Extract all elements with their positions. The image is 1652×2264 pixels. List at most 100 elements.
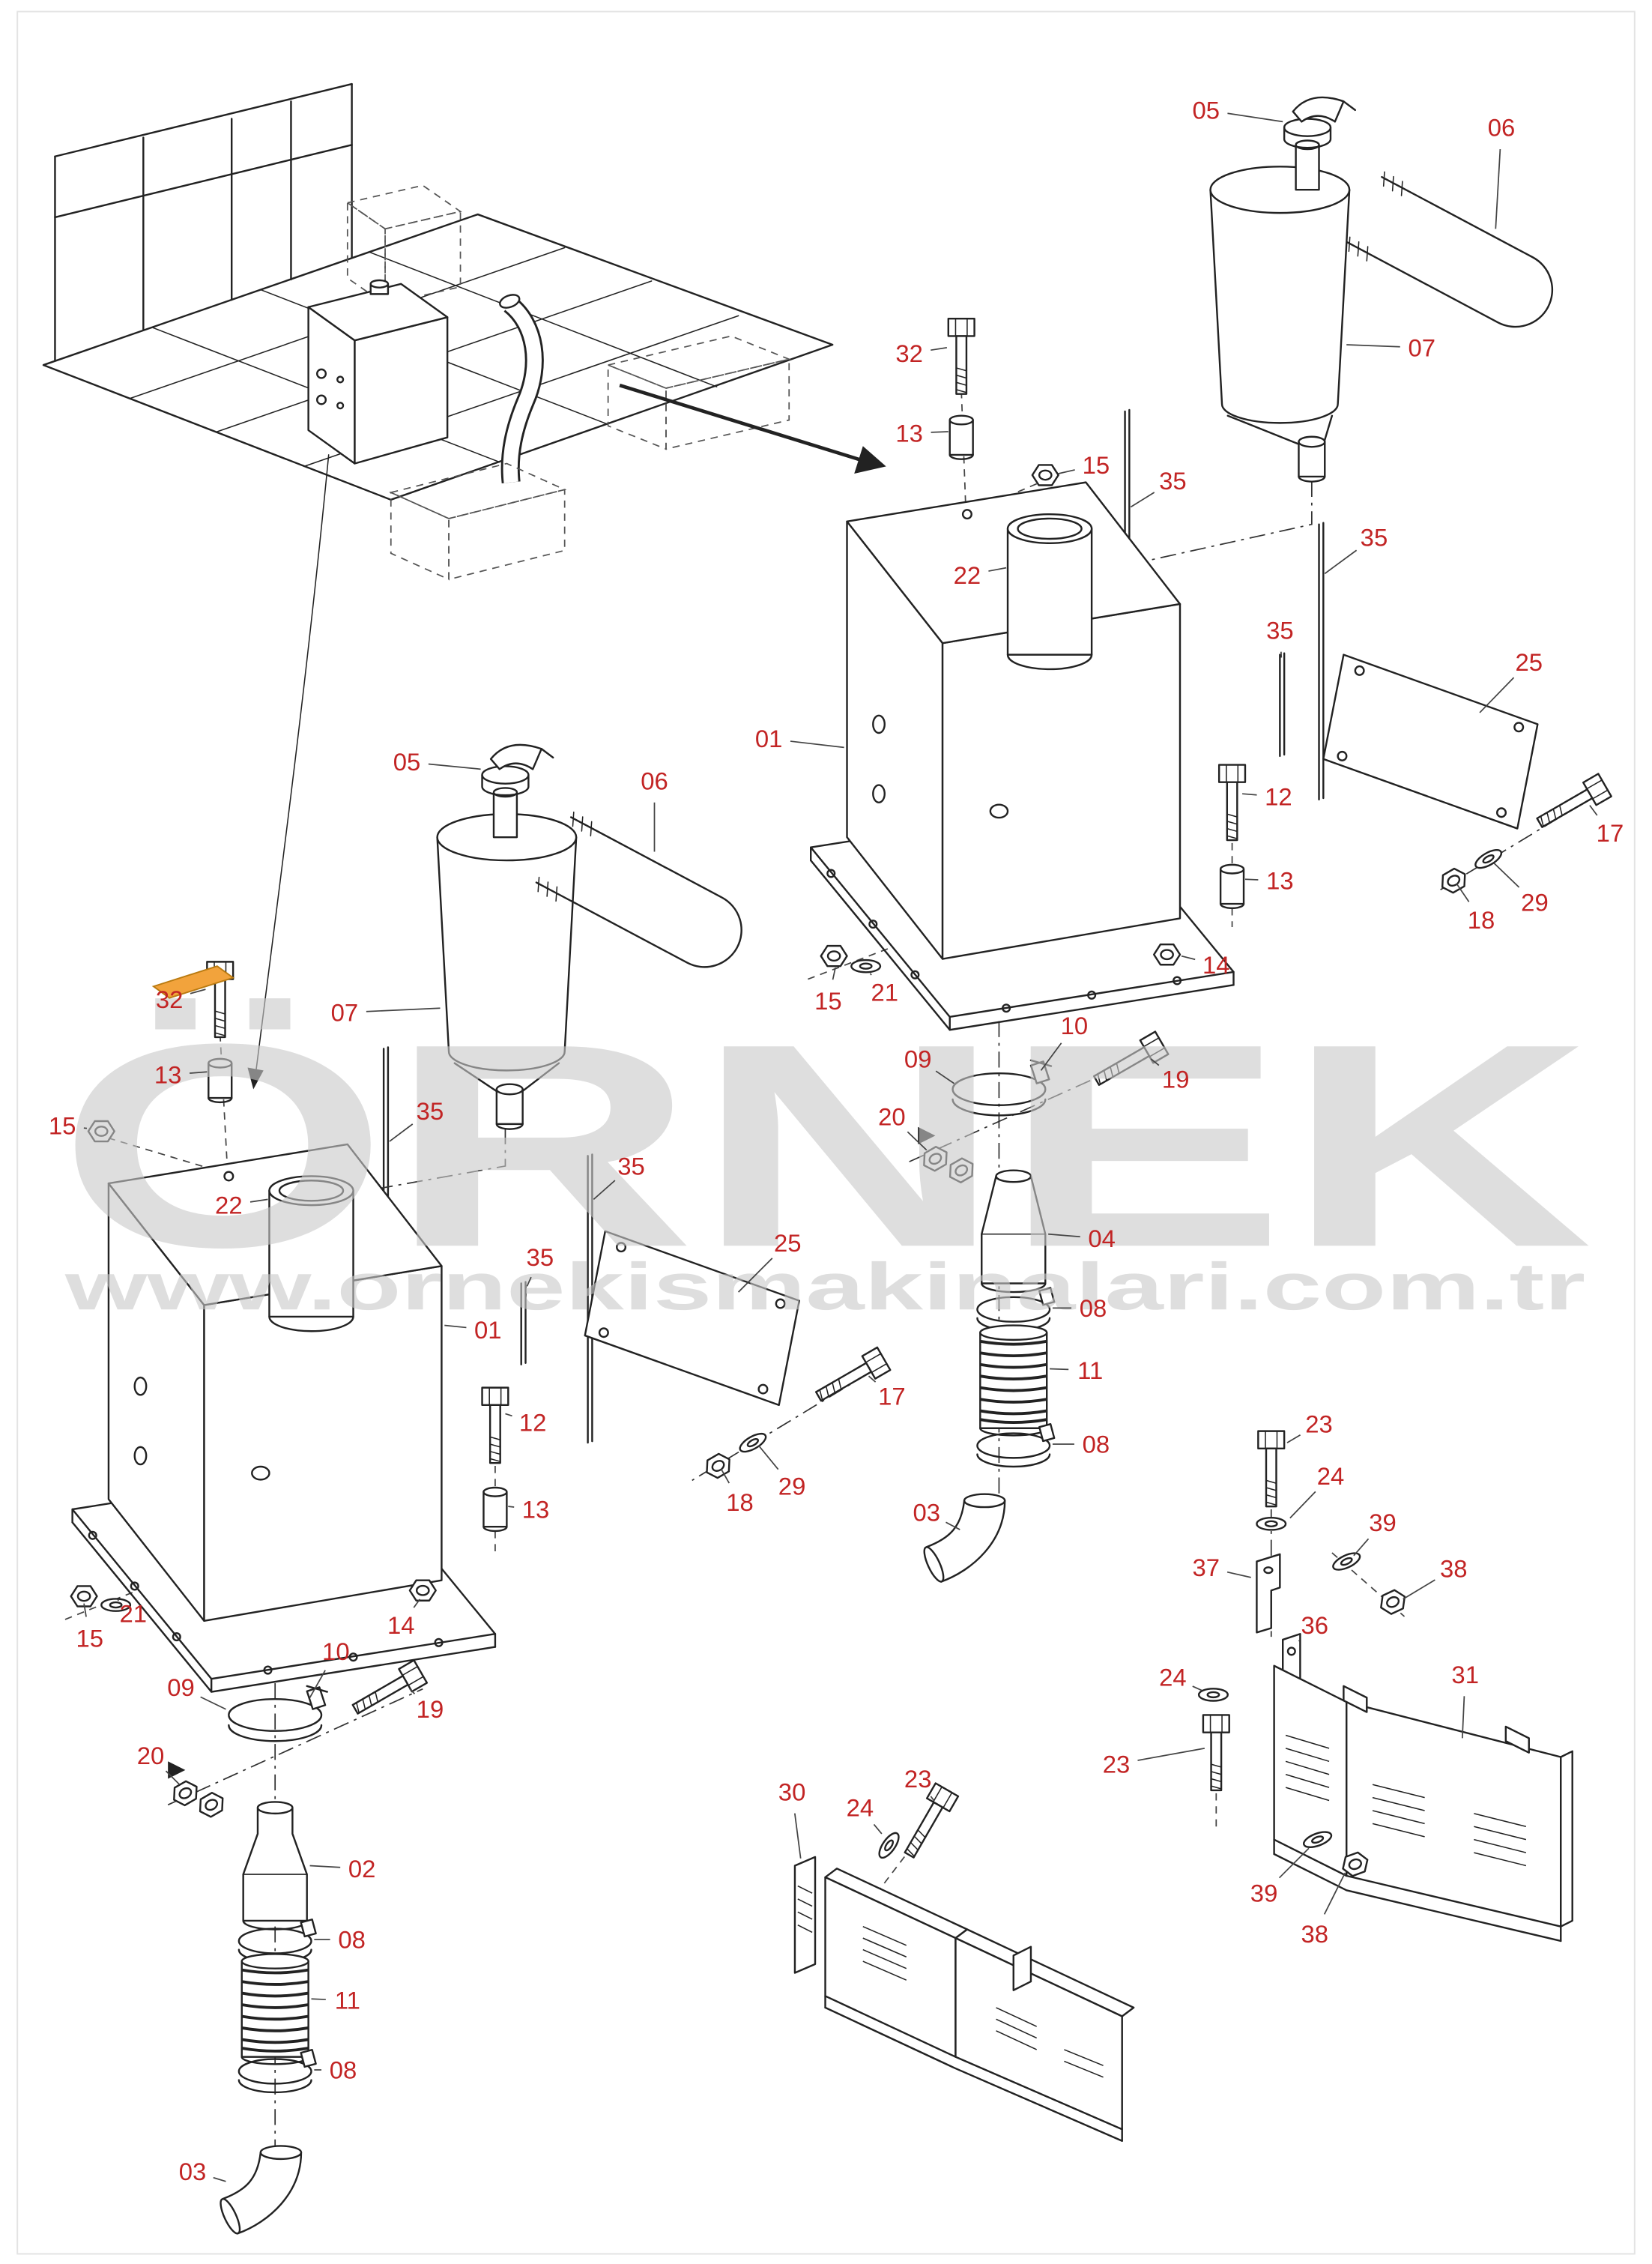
part-label-24-59: 24 (1289, 1462, 1345, 1519)
elbow (923, 1493, 1006, 1583)
rain-cap (1283, 96, 1357, 149)
svg-text:09: 09 (904, 1045, 932, 1072)
svg-text:21: 21 (120, 1600, 148, 1628)
svg-text:21: 21 (871, 978, 898, 1006)
elbow (220, 2145, 303, 2235)
svg-text:38: 38 (1301, 1920, 1328, 1948)
svg-text:35: 35 (1159, 467, 1187, 495)
svg-text:17: 17 (1597, 819, 1624, 847)
svg-text:04: 04 (1088, 1225, 1116, 1252)
spacer (1219, 863, 1245, 910)
svg-text:36: 36 (1301, 1611, 1328, 1639)
svg-text:35: 35 (617, 1152, 645, 1180)
part-label-10-49: 10 (309, 1637, 350, 1698)
svg-text:32: 32 (156, 985, 184, 1013)
svg-text:32: 32 (895, 339, 923, 367)
svg-text:23: 23 (1103, 1751, 1131, 1778)
enclosure-left (71, 1143, 497, 1693)
part-label-20-23: 20 (878, 1103, 928, 1151)
svg-text:12: 12 (519, 1409, 547, 1437)
labels-layer: 05 06 07 32 13 15 35 22 35 35 25 01 12 17 13 29 18 14 21 15… (49, 96, 1624, 2185)
svg-text:19: 19 (1162, 1065, 1190, 1093)
svg-text:13: 13 (895, 419, 923, 447)
part-label-35-38: 35 (527, 1243, 554, 1287)
svg-text:15: 15 (1083, 451, 1110, 479)
part-label-35-8: 35 (1324, 524, 1388, 575)
part-label-15-34: 15 (49, 1111, 88, 1139)
svg-text:31: 31 (1451, 1661, 1479, 1688)
part-label-24-69: 24 (847, 1794, 883, 1835)
washer (1330, 1548, 1364, 1575)
washer (874, 1829, 904, 1862)
svg-text:07: 07 (1408, 333, 1435, 361)
part-label-10-20: 10 (1040, 1012, 1088, 1071)
svg-text:20: 20 (137, 1742, 165, 1769)
part-label-12-42: 12 (505, 1409, 546, 1437)
svg-text:22: 22 (954, 561, 981, 589)
svg-text:09: 09 (167, 1673, 195, 1701)
spacer (948, 414, 974, 460)
reducer-cone (981, 1169, 1047, 1294)
svg-text:07: 07 (331, 999, 359, 1027)
nut (1436, 864, 1471, 897)
part-label-06-30: 06 (641, 767, 668, 852)
svg-text:22: 22 (215, 1192, 243, 1219)
nut (194, 1788, 229, 1821)
part-label-15-5: 15 (1058, 451, 1110, 479)
svg-text:15: 15 (76, 1625, 104, 1652)
part-label-09-21: 09 (904, 1045, 955, 1084)
svg-text:19: 19 (417, 1695, 444, 1723)
part-label-13-33: 13 (154, 1061, 208, 1089)
arrow-marker (918, 1126, 936, 1144)
svg-text:25: 25 (774, 1229, 802, 1257)
svg-text:24: 24 (1317, 1462, 1345, 1490)
part-label-13-14: 13 (1244, 867, 1294, 895)
bolt (1257, 1430, 1286, 1508)
part-label-13-4: 13 (895, 419, 948, 447)
part-label-38-62: 38 (1403, 1555, 1468, 1600)
part-label-17-41: 17 (868, 1375, 906, 1410)
part-label-35-35: 35 (389, 1097, 444, 1142)
muffler-left (436, 743, 578, 1130)
arrow-marker (168, 1761, 186, 1779)
part-label-08-54: 08 (314, 1926, 366, 1954)
enclosure-right (810, 481, 1235, 1031)
direction-arrow (619, 383, 886, 474)
nut (1031, 464, 1059, 486)
svg-text:30: 30 (778, 1778, 806, 1805)
svg-text:35: 35 (1266, 616, 1294, 644)
highlight-marker (151, 965, 235, 999)
svg-text:11: 11 (335, 1987, 360, 2014)
svg-text:13: 13 (1266, 867, 1294, 895)
part-label-30-67: 30 (778, 1778, 806, 1859)
part-label-39-60: 39 (1353, 1509, 1397, 1557)
part-label-05-29: 05 (393, 748, 481, 776)
watermark-url: www.ornekismakinalari.com.tr (64, 1249, 1585, 1323)
part-label-19-22: 19 (1150, 1058, 1190, 1093)
svg-text:05: 05 (1193, 96, 1220, 124)
svg-text:24: 24 (847, 1794, 874, 1822)
part-label-22-36: 22 (215, 1192, 268, 1219)
svg-text:29: 29 (778, 1473, 806, 1500)
clamp (976, 1423, 1056, 1468)
svg-text:05: 05 (393, 748, 421, 776)
part-label-25-10: 25 (1479, 648, 1543, 713)
bolt (481, 1386, 509, 1464)
stack-pipe (1006, 513, 1093, 671)
part-label-01-11: 01 (755, 725, 844, 752)
svg-text:06: 06 (1488, 114, 1516, 142)
svg-text:25: 25 (1515, 648, 1543, 676)
svg-text:14: 14 (1202, 951, 1230, 979)
part-label-14-48: 14 (387, 1599, 421, 1639)
stack-pipe (268, 1175, 354, 1332)
nut (168, 1777, 203, 1810)
mount-plate-left (584, 1230, 800, 1407)
part-label-32-32: 32 (156, 985, 206, 1013)
svg-text:08: 08 (330, 2056, 357, 2084)
nut (1376, 1586, 1410, 1618)
part-label-18-44: 18 (720, 1468, 754, 1516)
svg-text:35: 35 (1361, 524, 1388, 552)
svg-text:18: 18 (726, 1488, 754, 1516)
svg-text:18: 18 (1468, 906, 1495, 934)
